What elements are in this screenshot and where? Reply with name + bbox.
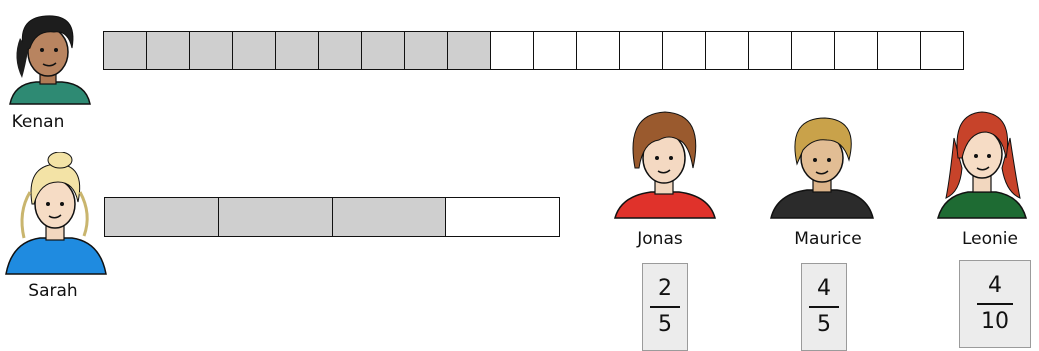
leonie-denominator: 10 (981, 305, 1009, 333)
kenan-bar-segment-1 (104, 32, 146, 69)
sarah-bar-segment-3 (332, 198, 446, 236)
kenan-bar-segment-13 (619, 32, 662, 69)
kenan-bar-segment-12 (576, 32, 619, 69)
jonas-denominator: 5 (658, 308, 672, 336)
kenan-name: Kenan (10, 112, 66, 132)
leonie-numerator: 4 (988, 275, 1002, 303)
kenan-bar-segment-7 (361, 32, 404, 69)
maurice-numerator: 4 (817, 278, 831, 306)
leonie-fraction-card: 4 10 (959, 260, 1031, 348)
kenan-bar-segment-10 (490, 32, 533, 69)
sarah-fraction-bar (104, 197, 560, 237)
kenan-bar-segment-4 (232, 32, 275, 69)
kenan-bar-segment-6 (318, 32, 361, 69)
kenan-bar-segment-19 (877, 32, 920, 69)
kenan-bar-segment-20 (920, 32, 963, 69)
kenan-bar-segment-16 (748, 32, 791, 69)
maurice-denominator: 5 (817, 308, 831, 336)
sarah-bar-segment-2 (218, 198, 332, 236)
kenan-bar-segment-17 (791, 32, 834, 69)
maurice-name: Maurice (780, 229, 876, 249)
kenan-bar-segment-9 (447, 32, 490, 69)
maurice-fraction-card: 4 5 (801, 263, 847, 351)
jonas-name: Jonas (620, 229, 700, 249)
maurice-avatar (769, 114, 875, 220)
sarah-name: Sarah (25, 281, 81, 301)
kenan-avatar (6, 8, 92, 106)
sarah-bar-segment-4 (445, 198, 559, 236)
jonas-numerator: 2 (658, 278, 672, 306)
kenan-bar-segment-8 (404, 32, 447, 69)
sarah-bar-segment-1 (105, 198, 218, 236)
kenan-bar-segment-3 (189, 32, 232, 69)
kenan-fraction-bar (103, 31, 964, 70)
kenan-bar-segment-11 (533, 32, 576, 69)
jonas-avatar (613, 108, 717, 220)
kenan-bar-segment-18 (834, 32, 877, 69)
kenan-bar-segment-5 (275, 32, 318, 69)
kenan-bar-segment-15 (705, 32, 748, 69)
leonie-name: Leonie (950, 229, 1030, 249)
leonie-avatar (936, 108, 1028, 220)
jonas-fraction-card: 2 5 (642, 263, 688, 351)
kenan-bar-segment-2 (146, 32, 189, 69)
sarah-avatar (4, 152, 108, 278)
kenan-bar-segment-14 (662, 32, 705, 69)
